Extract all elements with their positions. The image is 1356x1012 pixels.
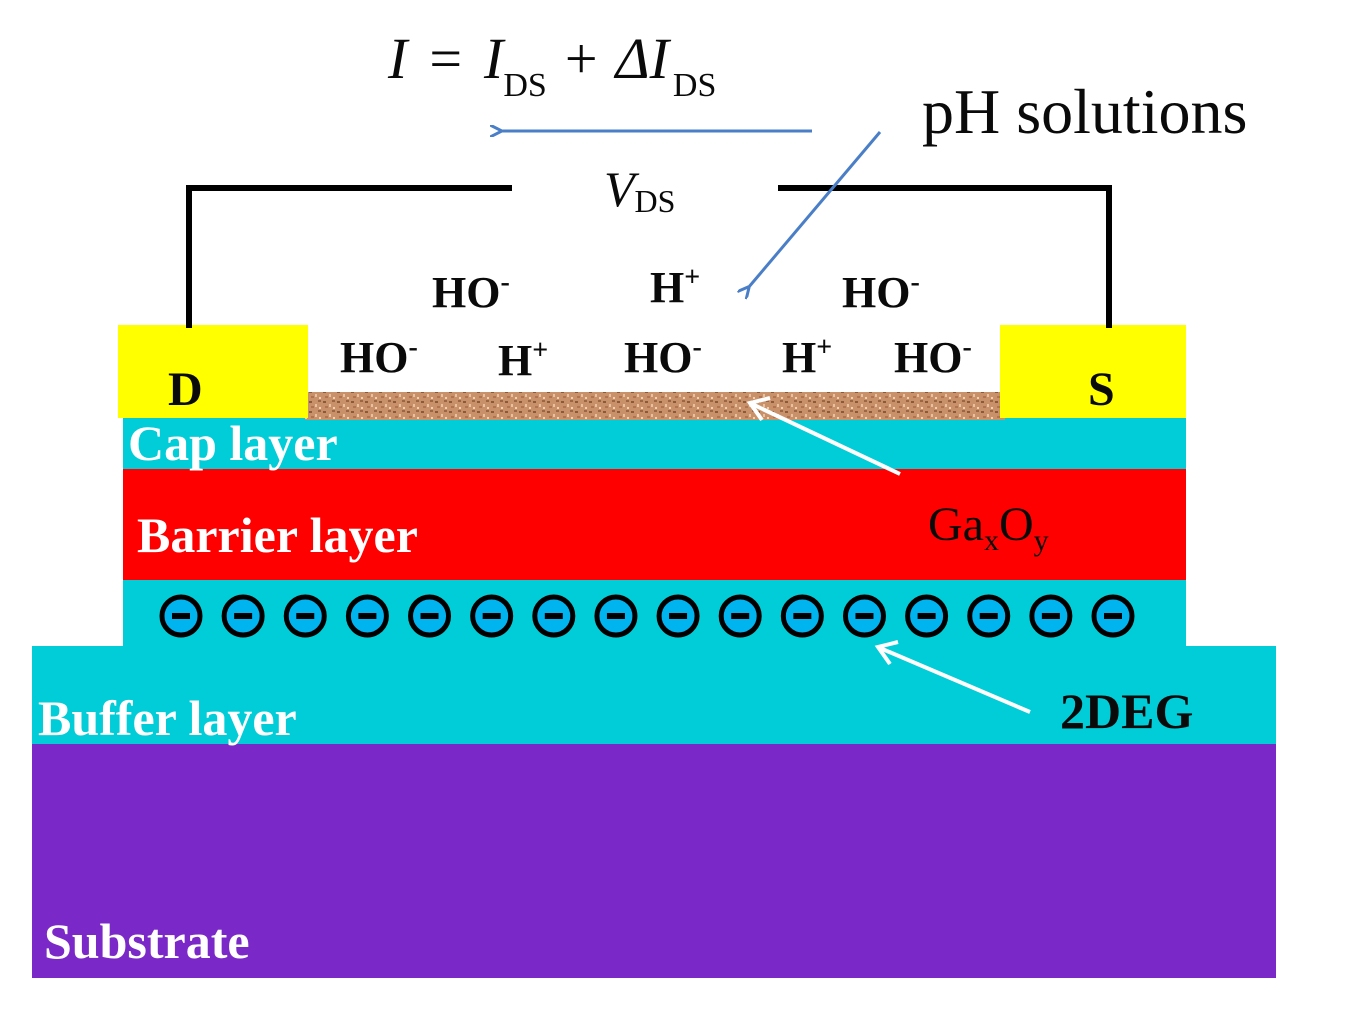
ph-pointer-arrow xyxy=(748,131,882,288)
buffer-layer-mesa xyxy=(123,580,1186,648)
electron-icon xyxy=(470,594,514,638)
electron-icon xyxy=(842,594,886,638)
drain-contact xyxy=(118,325,308,418)
substrate-label: Substrate xyxy=(44,913,250,969)
proton-ion: H+ xyxy=(650,262,700,312)
electron-icon xyxy=(905,594,949,638)
buffer-layer-label: Buffer layer xyxy=(38,690,297,746)
2deg-electron-row xyxy=(159,594,1135,638)
vds-wire-left xyxy=(186,185,512,328)
electron-icon xyxy=(532,594,576,638)
electron-icon xyxy=(283,594,327,638)
hydroxide-ion: HO- xyxy=(624,332,702,382)
ion-row-upper: HO- H+ HO- xyxy=(432,262,920,317)
ion-row-lower: HO- H+ HO- H+ HO- xyxy=(340,332,972,385)
electron-icon xyxy=(967,594,1011,638)
electron-icon xyxy=(656,594,700,638)
vds-wire-right xyxy=(778,185,1112,328)
electron-icon xyxy=(1091,594,1135,638)
gaxoy-sensing-film xyxy=(305,392,1005,420)
proton-ion: H+ xyxy=(498,335,548,385)
electron-icon xyxy=(1029,594,1073,638)
2deg-label: 2DEG xyxy=(1060,683,1193,739)
hydroxide-ion: HO- xyxy=(432,267,510,317)
electron-icon xyxy=(159,594,203,638)
cap-layer-label: Cap layer xyxy=(128,415,338,471)
barrier-layer xyxy=(123,469,1186,580)
source-label: S xyxy=(1088,363,1115,416)
substrate-layer xyxy=(32,744,1276,978)
hydroxide-ion: HO- xyxy=(340,332,418,382)
cap-layer xyxy=(123,418,1186,469)
ph-solutions-label: pH solutions xyxy=(922,76,1247,147)
2deg-pointer-arrow xyxy=(874,640,1031,714)
electron-icon xyxy=(594,594,638,638)
source-contact xyxy=(1000,325,1186,418)
vds-label: VDS xyxy=(604,161,675,219)
electron-icon xyxy=(718,594,762,638)
electron-icon xyxy=(221,594,265,638)
electron-icon xyxy=(408,594,452,638)
barrier-layer-label: Barrier layer xyxy=(137,507,418,563)
drain-label: D xyxy=(168,363,203,416)
electron-icon xyxy=(345,594,389,638)
gaxoy-label: GaxOy xyxy=(928,498,1049,557)
proton-ion: H+ xyxy=(782,332,832,382)
electron-icon xyxy=(780,594,824,638)
hydroxide-ion: HO- xyxy=(842,267,920,317)
gaxoy-pointer-arrow xyxy=(746,396,901,476)
buffer-layer xyxy=(32,646,1276,744)
hydroxide-ion: HO- xyxy=(894,332,972,382)
